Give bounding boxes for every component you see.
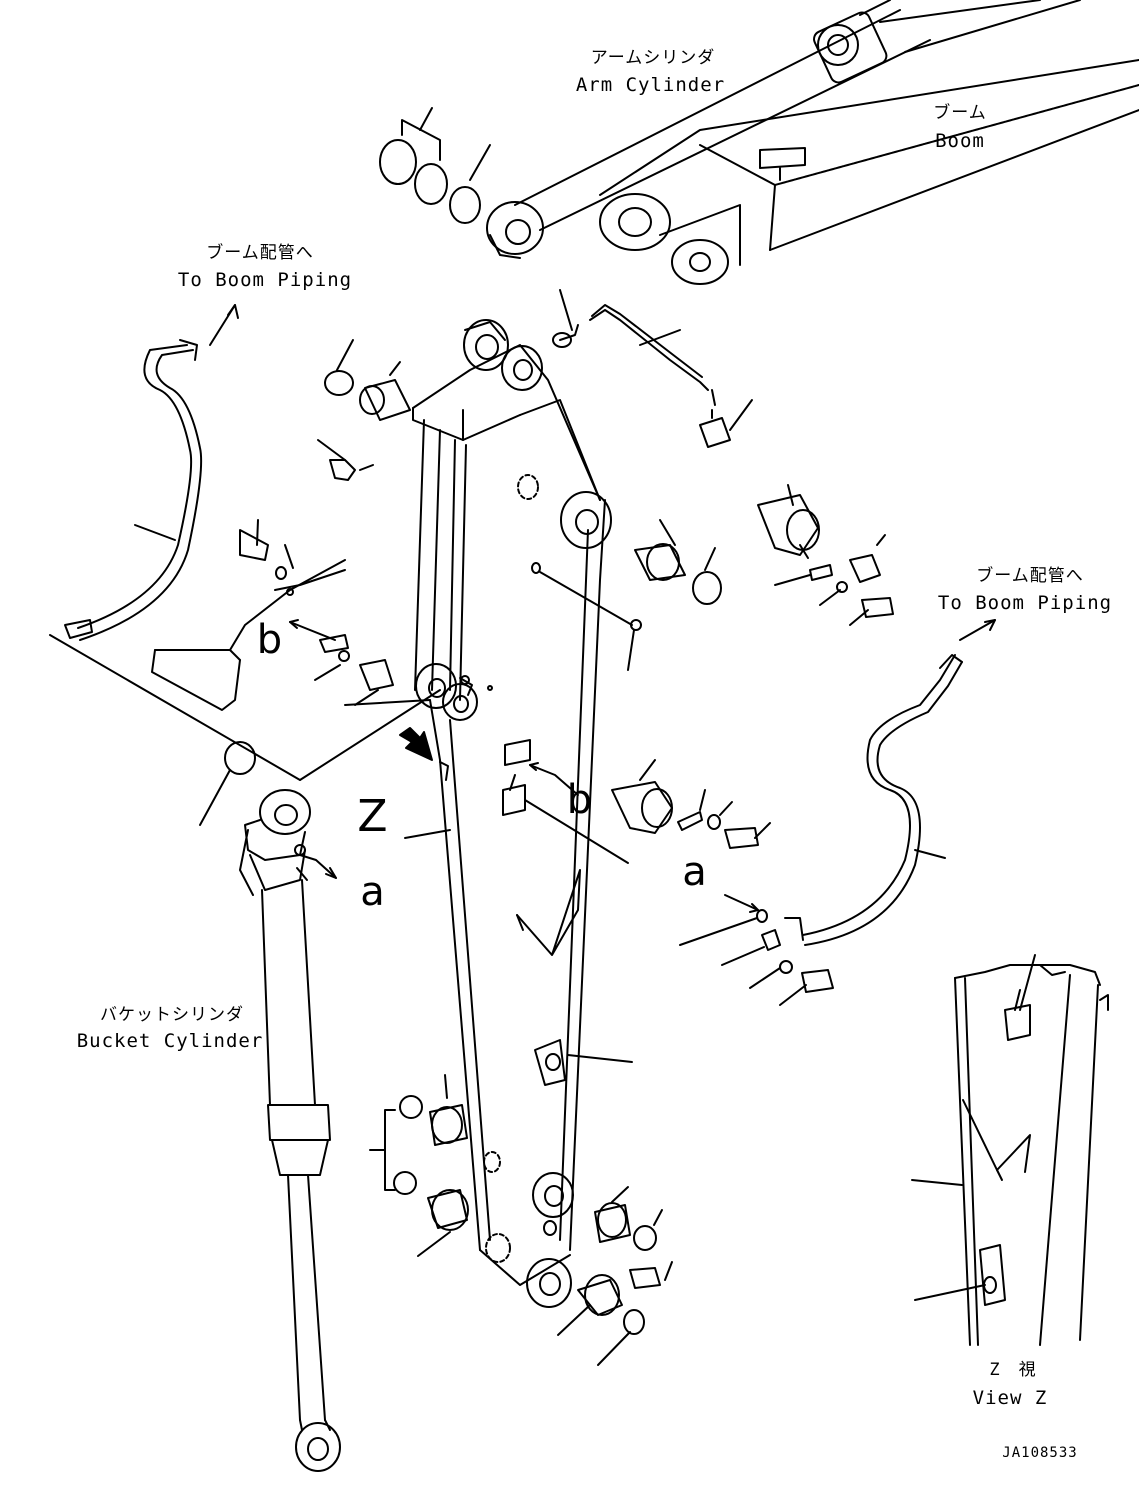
leader-lines-left [49, 634, 441, 781]
ref-b-right: b [566, 777, 594, 823]
hose-bracket-left [151, 519, 394, 711]
lower-bushings-right [557, 1186, 673, 1366]
lower-bushings-left [369, 1074, 469, 1257]
shim-stack [379, 107, 491, 224]
ref-a-right: a [682, 849, 708, 895]
pin-lower-right [529, 759, 771, 849]
boom-label-en: Boom [935, 130, 985, 152]
to-boom-piping-left-en: To Boom Piping [177, 269, 353, 291]
tee-fitting [699, 399, 753, 448]
arm-pin-right [634, 484, 820, 605]
bucket-cylinder-label-en: Bucket Cylinder [76, 1030, 264, 1052]
view-z-label-jp: Z 視 [989, 1360, 1037, 1380]
lube-tube-top [552, 289, 716, 406]
hose-right [784, 619, 996, 946]
boom [599, 59, 1139, 285]
ref-b-left: b [256, 617, 284, 663]
lock-bolt-right-top [774, 534, 894, 626]
view-z-marker: Z [357, 791, 389, 842]
arm-body [412, 319, 633, 1308]
view-z-arrow [399, 727, 433, 761]
to-boom-piping-right-en: To Boom Piping [937, 592, 1113, 614]
bucket-cylinder [239, 789, 341, 1472]
arm-cylinder-label-jp: アームシリンダ [590, 48, 716, 68]
washer-left [199, 741, 256, 826]
arm-cylinder [514, 0, 1081, 231]
to-boom-piping-left-jp: ブーム配管へ [206, 243, 314, 263]
arm-cylinder-rod-eye [486, 201, 544, 259]
drawing-code: JA108533 [1002, 1445, 1078, 1461]
ref-a-left: a [360, 869, 386, 915]
boom-label-jp: ブーム [933, 103, 987, 123]
small-fittings [404, 562, 642, 839]
view-z-label-en: View Z [972, 1387, 1048, 1409]
arm-cylinder-label-en: Arm Cylinder [575, 74, 726, 96]
hose-left [64, 304, 239, 641]
to-boom-piping-right-jp: ブーム配管へ [976, 566, 1084, 586]
arm-bracket [502, 739, 629, 864]
view-z-inset [911, 954, 1109, 1346]
bucket-cylinder-label-jp: バケットシリンダ [100, 1005, 244, 1025]
grease-parts-right [679, 894, 834, 1006]
top-pins [317, 339, 411, 481]
